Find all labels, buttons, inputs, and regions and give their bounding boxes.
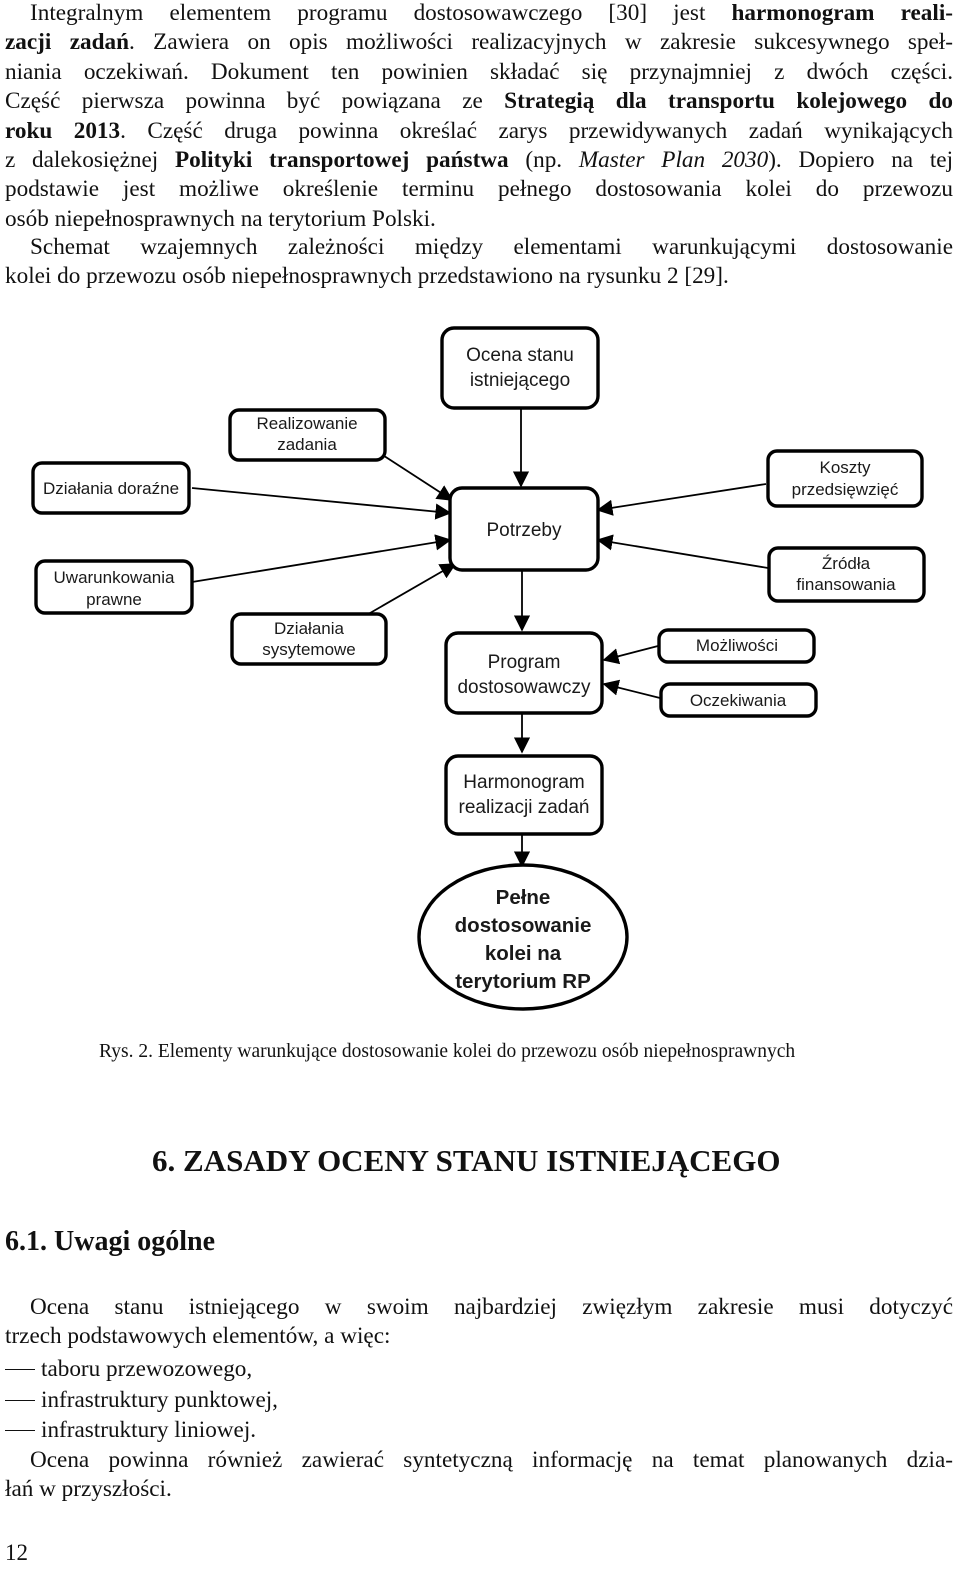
node-ocena-stanu: Ocena stanu istniejącego bbox=[440, 326, 600, 410]
svg-text:terytorium RP: terytorium RP bbox=[455, 970, 591, 993]
list-item: taboru przewozowego, bbox=[5, 1354, 953, 1385]
svg-text:realizacji zadań: realizacji zadań bbox=[459, 797, 590, 818]
text-line: Schemat wzajemnych zależności między ele… bbox=[30, 234, 953, 260]
arrow-koszty-potrzeby bbox=[596, 483, 767, 516]
text-line: osób niepełnosprawnych na terytorium Pol… bbox=[5, 205, 436, 232]
node-dzialania-systemowe: Działania sysytemowe bbox=[230, 612, 388, 666]
text-line: kolei do przewozu osób niepełnosprawnych… bbox=[5, 263, 729, 290]
dependency-diagram: Ocena stanu istniejącego Realizowanie za… bbox=[31, 326, 926, 1011]
diagram-arrows bbox=[191, 408, 769, 868]
svg-text:Program: Program bbox=[488, 652, 561, 673]
dash-bullet bbox=[5, 1399, 35, 1401]
svg-text:dostosowanie: dostosowanie bbox=[455, 914, 592, 937]
svg-text:Realizowanie: Realizowanie bbox=[256, 414, 357, 433]
text-line: z dalekosiężnej Polityki transportowej p… bbox=[5, 147, 954, 174]
node-program-dostosowawczy: Program dostosowawczy bbox=[444, 631, 604, 715]
node-realizowanie-zadania: Realizowanie zadania bbox=[228, 408, 387, 462]
text-line: Część pierwsza powinna być powiązana ze … bbox=[5, 88, 953, 115]
arrow-realizowane-potrzeby bbox=[374, 449, 454, 501]
svg-text:Źródła: Źródła bbox=[822, 554, 871, 573]
svg-text:Koszty: Koszty bbox=[819, 458, 871, 477]
svg-text:kolei na: kolei na bbox=[485, 942, 562, 965]
chapter-heading: 6. ZASADY OCENY STANU ISTNIEJĄCEGO bbox=[152, 1143, 781, 1178]
node-pelne-dostosowanie: Pełne dostosowanie kolei na terytorium R… bbox=[417, 863, 629, 1011]
svg-text:Ocena stanu: Ocena stanu bbox=[466, 345, 574, 366]
section-paragraph-2: Ocena powinna również zawierać syntetycz… bbox=[5, 1446, 953, 1505]
node-koszty: Koszty przedsięwzięć bbox=[766, 449, 924, 508]
element-list: taboru przewozowego, infrastruktury punk… bbox=[5, 1354, 953, 1446]
intro-paragraph-2: Schemat wzajemnych zależności między ele… bbox=[5, 233, 953, 292]
svg-text:przedsięwzięć: przedsięwzięć bbox=[792, 480, 899, 499]
node-uwarunkowania-prawne: Uwarunkowania prawne bbox=[34, 559, 194, 615]
svg-text:zadania: zadania bbox=[277, 435, 337, 454]
svg-text:Możliwości: Możliwości bbox=[696, 636, 778, 655]
intro-paragraph-1: Integralnym elementem programu dostosowa… bbox=[5, 0, 953, 234]
node-mozliwosci: Możliwości bbox=[657, 628, 816, 664]
text-line: Integralnym elementem programu dostosowa… bbox=[30, 0, 953, 26]
text-line: roku 2013. Część druga powinna określać … bbox=[5, 117, 953, 144]
svg-text:sysytemowe: sysytemowe bbox=[262, 640, 356, 659]
dash-bullet bbox=[5, 1430, 35, 1432]
arrow-zrodla-potrzeby bbox=[596, 534, 769, 569]
svg-text:Harmonogram: Harmonogram bbox=[463, 772, 584, 793]
arrow-uwarunkowania-potrzeby bbox=[191, 534, 452, 583]
text-line: Ocena stanu istniejącego w swoim najbard… bbox=[30, 1294, 953, 1320]
section-paragraph-1: Ocena stanu istniejącego w swoim najbard… bbox=[5, 1293, 953, 1352]
node-harmonogram: Harmonogram realizacji zadań bbox=[444, 754, 604, 836]
arrow-systemowe-potrzeby bbox=[357, 563, 457, 621]
list-item: infrastruktury punktowej, bbox=[5, 1385, 953, 1416]
node-oczekiwania: Oczekiwania bbox=[659, 682, 818, 718]
page-number: 12 bbox=[5, 1540, 28, 1565]
node-dzialania-dorazne: Działania doraźne bbox=[31, 461, 191, 515]
svg-text:Oczekiwania: Oczekiwania bbox=[690, 691, 787, 710]
text-line: niania oczekiwań. Dokument ten powinien … bbox=[5, 58, 953, 85]
text-line: Ocena powinna również zawierać syntetycz… bbox=[30, 1447, 953, 1473]
svg-text:Działania: Działania bbox=[274, 619, 344, 638]
svg-text:Działania doraźne: Działania doraźne bbox=[43, 479, 179, 498]
node-potrzeby: Potrzeby bbox=[448, 486, 600, 572]
dash-bullet bbox=[5, 1369, 35, 1371]
svg-text:Potrzeby: Potrzeby bbox=[487, 520, 562, 541]
text-line: podstawie jest możliwe określenie termin… bbox=[5, 176, 953, 203]
section-heading: 6.1. Uwagi ogólne bbox=[5, 1226, 215, 1257]
text-line: zacji zadań. Zawiera on opis możliwości … bbox=[5, 29, 953, 56]
arrow-oczekiwania-program bbox=[602, 679, 661, 699]
list-item: infrastruktury liniowej. bbox=[5, 1415, 953, 1446]
svg-text:dostosowawczy: dostosowawczy bbox=[457, 677, 591, 698]
svg-text:Uwarunkowania: Uwarunkowania bbox=[54, 568, 175, 587]
svg-text:istniejącego: istniejącego bbox=[470, 370, 570, 391]
text-line: trzech podstawowych elementów, a więc: bbox=[5, 1323, 391, 1350]
arrow-mozliwosci-program bbox=[602, 645, 659, 665]
node-zrodla-finansowania: Źródła finansowania bbox=[767, 546, 926, 603]
figure-caption: Rys. 2. Elementy warunkujące dostosowani… bbox=[99, 1041, 796, 1062]
svg-text:prawne: prawne bbox=[86, 590, 142, 609]
text-line: łań w przyszłości. bbox=[5, 1476, 172, 1503]
arrow-doraznie-potrzeby bbox=[191, 487, 452, 520]
svg-text:finansowania: finansowania bbox=[796, 575, 896, 594]
svg-text:Pełne: Pełne bbox=[496, 886, 551, 909]
